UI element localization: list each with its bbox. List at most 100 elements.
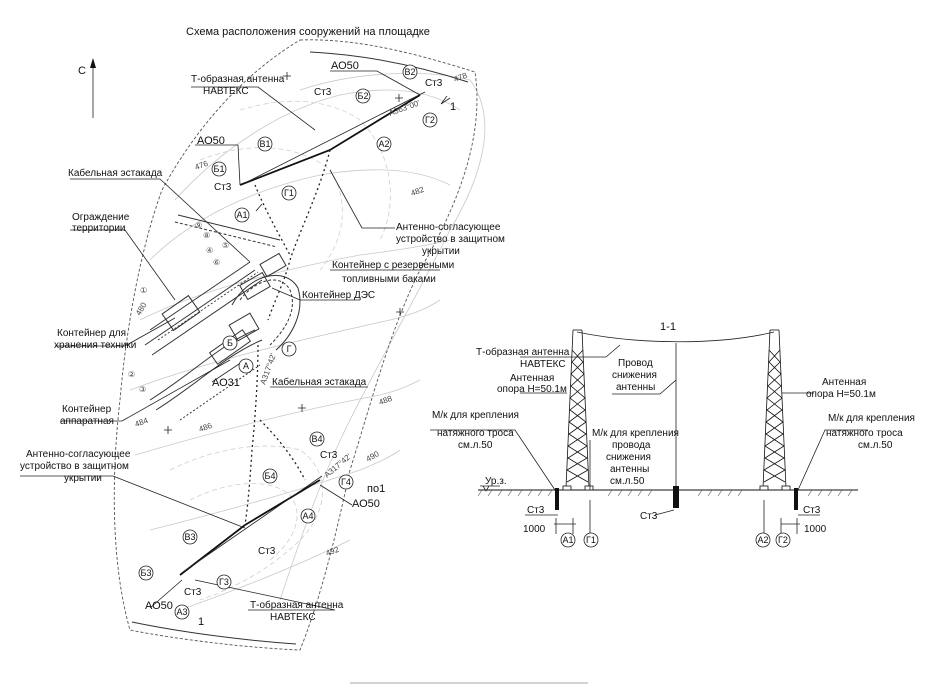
st3-mid-label: Ст3 <box>640 511 658 522</box>
site-plan: Схема расположения сооружений на площадк… <box>20 26 505 651</box>
dim-left-label: 1000 <box>523 524 546 535</box>
st3-mark: Ст3 <box>320 450 338 461</box>
plan-labels: Т-образная антенна НАВТЕКС Кабельная эст… <box>20 73 505 623</box>
anchor-right-label-2: натяжного троса <box>826 428 903 439</box>
svg-text:④: ④ <box>206 246 213 255</box>
svg-text:486: 486 <box>198 421 214 434</box>
anchor-mid-label-3: снижения <box>606 452 651 463</box>
territory-boundary <box>113 39 478 651</box>
dim-right-label: 1000 <box>804 524 827 535</box>
left-antenna-mast <box>562 329 594 491</box>
svg-text:⑨: ⑨ <box>195 221 202 230</box>
svg-text:490: 490 <box>365 449 382 464</box>
north-label: С <box>78 65 86 77</box>
storage-container-label: Контейнер для <box>57 328 126 339</box>
svg-text:Г2: Г2 <box>425 115 435 125</box>
wire-label-3: антенны <box>616 382 655 393</box>
t-antenna-top-label: Т-образная антенна <box>191 73 285 85</box>
axis-bubble: А3 <box>174 604 190 620</box>
anchor-mid-label-2: провода <box>612 440 651 451</box>
plan-marks: АО50 АО50 АО50 АО50 АО31 Ст3 Ст3 Ст3 Ст3… <box>145 60 456 628</box>
cable-rack-upper <box>144 261 263 356</box>
down-lead-anchor <box>673 486 679 508</box>
angle-label: А363°00' <box>388 98 422 118</box>
ground-hatch <box>477 489 853 497</box>
svg-text:②: ② <box>128 370 135 379</box>
fuel-container-label-2: топливными баками <box>342 273 436 285</box>
svg-text:Б4: Б4 <box>265 471 276 481</box>
navteks-label: НАВТЕКС <box>520 359 566 370</box>
axis-bubble: В1 <box>257 136 273 152</box>
svg-text:482: 482 <box>410 185 426 198</box>
svg-text:Г4: Г4 <box>341 477 351 487</box>
leader-lines <box>20 70 440 611</box>
apparatus-container-label: Контейнер <box>62 404 112 415</box>
anchor-left-label: М/к для крепления <box>432 410 519 421</box>
axis-bubble: Г3 <box>216 574 232 590</box>
right-antenna-mast <box>759 329 791 491</box>
storage-container-label-2: хранения техники <box>54 340 136 351</box>
st3-mark: Ст3 <box>314 87 332 98</box>
road-markers: ① ⑨ ⑧ ④ ⑥ ⑤ ② ③ <box>128 221 229 394</box>
apparatus-container <box>228 312 260 342</box>
section-mark: 1 <box>198 616 204 628</box>
svg-text:Г1: Г1 <box>586 535 596 545</box>
axis-bubble: Б3 <box>138 565 154 581</box>
matching-device-right-label-2: устройство в защитном <box>396 234 505 245</box>
st3-mark: Ст3 <box>258 546 276 557</box>
ao50-mark: АО50 <box>331 60 359 72</box>
cable-trench-bottom <box>244 344 259 526</box>
axis-bubble: Г1 <box>583 532 599 548</box>
fuel-container <box>259 252 287 278</box>
anchor-left-label-2: натяжного троса <box>437 428 514 439</box>
axis-bubble: А2 <box>755 532 771 548</box>
anchor-mid-label-4: антенны <box>610 464 649 475</box>
section-axis-bubbles: А1 Г1 А2 Г2 <box>560 532 791 548</box>
des-container-label: Контейнер ДЭС <box>302 290 375 301</box>
wire-label-2: снижения <box>612 370 657 381</box>
axis-bubble: Б2 <box>355 88 371 104</box>
st3-left-label: Ст3 <box>527 505 545 516</box>
svg-text:А1: А1 <box>562 535 573 545</box>
svg-text:Г: Г <box>287 344 292 354</box>
axis-bubble: Г2 <box>422 112 438 128</box>
section-leaders <box>430 344 868 534</box>
matching-device-left-label-2: устройство в защитном <box>20 461 129 472</box>
section-mark: 1 <box>450 101 456 113</box>
left-guy-anchor <box>555 488 559 510</box>
t-antenna-bottom-label: Т-образная антенна <box>250 599 344 611</box>
anchor-left-label-3: см.л.50 <box>458 440 493 451</box>
axis-bubble: А <box>238 358 254 374</box>
svg-text:В1: В1 <box>259 139 270 149</box>
matching-device-right-label-3: укрытии <box>422 246 460 257</box>
antenna-catenary <box>576 331 775 343</box>
cable-rack-2-label: Кабельная эстакада <box>272 376 367 388</box>
right-mast-height: опора Н=50.1м <box>806 389 876 400</box>
svg-text:476: 476 <box>194 159 210 172</box>
axis-bubble: А1 <box>234 207 250 223</box>
svg-text:Г1: Г1 <box>284 188 294 198</box>
svg-text:⑤: ⑤ <box>222 241 229 250</box>
ao50-mark: АО50 <box>145 600 173 612</box>
svg-text:Г3: Г3 <box>219 577 229 587</box>
svg-text:Б2: Б2 <box>358 91 369 101</box>
svg-text:Г2: Г2 <box>778 535 788 545</box>
section-title: 1-1 <box>660 321 676 333</box>
axis-bubble: Г4 <box>338 474 354 490</box>
svg-text:А1: А1 <box>236 210 247 220</box>
matching-device-left-label-3: укрытии <box>64 473 102 484</box>
axis-bubble: В2 <box>402 64 418 80</box>
ao50-mark: АО50 <box>197 135 225 147</box>
cable-rack-label: Кабельная эстакада <box>68 167 163 179</box>
svg-text:Б: Б <box>227 338 233 348</box>
axis-bubble: Г2 <box>775 532 791 548</box>
svg-text:Б1: Б1 <box>214 164 225 174</box>
right-mast-label: Антенная <box>822 377 866 388</box>
navteks-bottom-label: НАВТЕКС <box>270 612 316 623</box>
axis-bubble: А1 <box>560 532 576 548</box>
ao31-mark: АО31 <box>212 377 240 389</box>
right-guy-anchor <box>794 488 798 510</box>
anchor-right-label: М/к для крепления <box>828 413 915 424</box>
svg-text:В3: В3 <box>184 532 195 542</box>
svg-text:484: 484 <box>134 416 150 429</box>
